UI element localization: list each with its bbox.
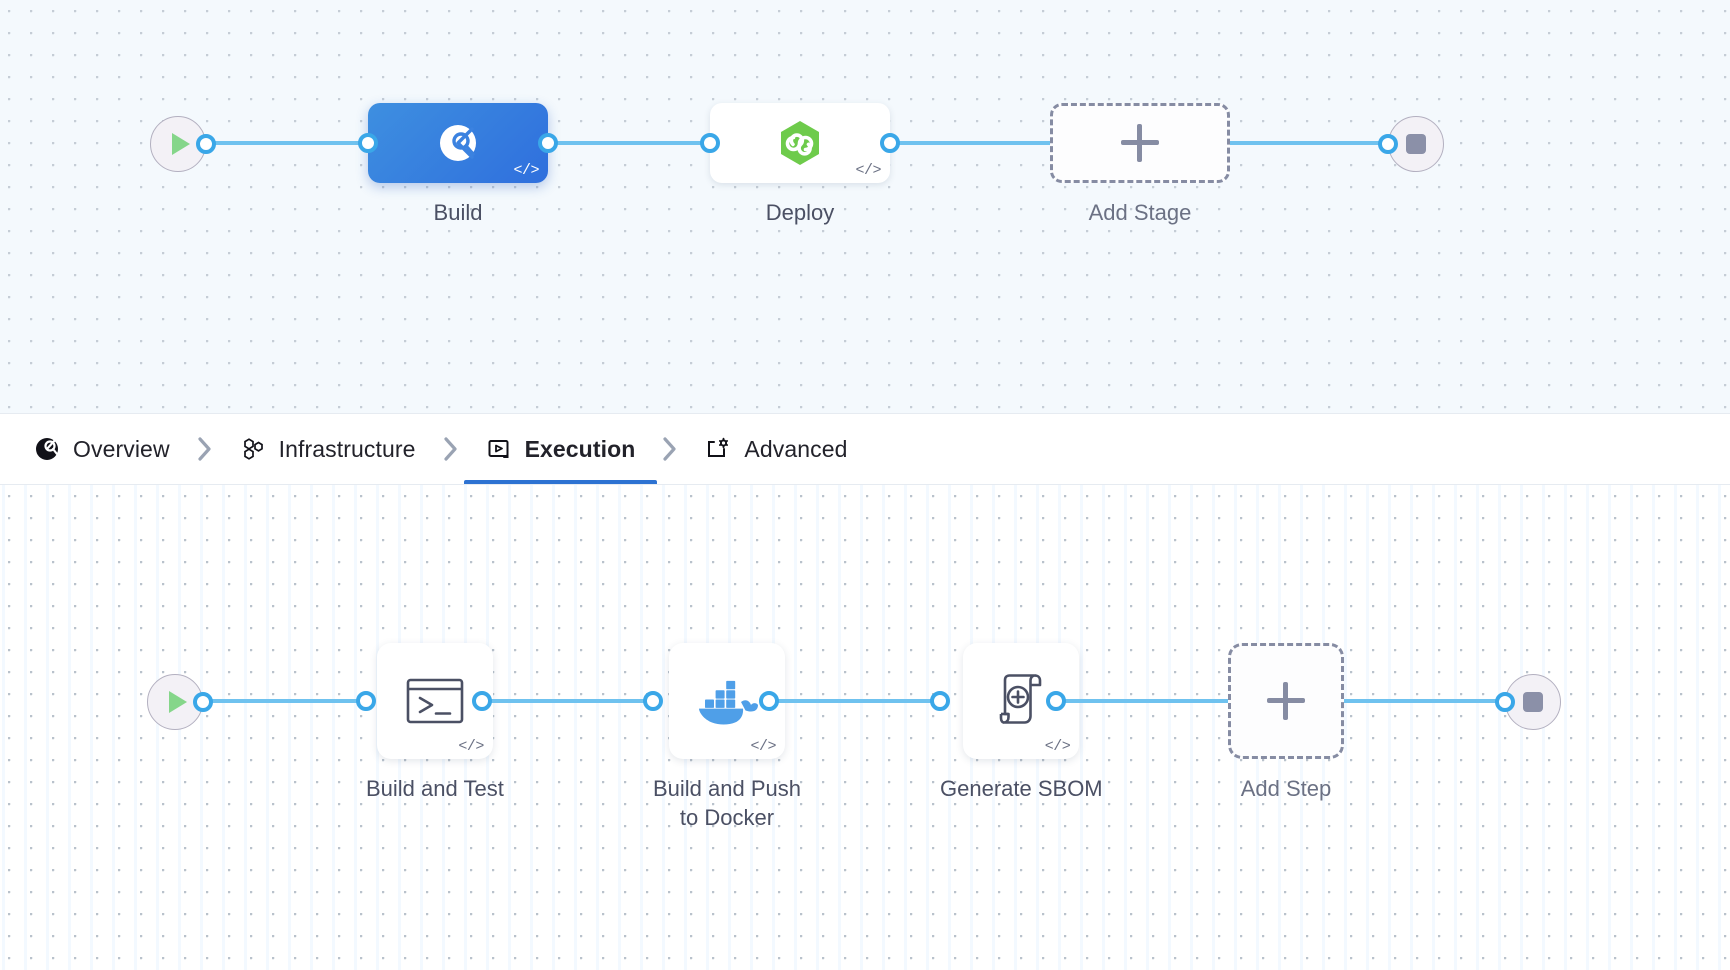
port-out-deploy[interactable] <box>880 133 900 153</box>
add-stage-node[interactable]: Add Stage <box>1050 103 1230 228</box>
add-step-node[interactable]: Add Step <box>1228 643 1344 804</box>
advanced-icon <box>705 436 731 462</box>
tab-overview[interactable]: Overview <box>30 414 174 484</box>
step-label: Generate SBOM <box>940 776 1103 801</box>
steps-canvas[interactable]: </> Build and Test <box>0 484 1730 970</box>
port-out-start[interactable] <box>196 134 216 154</box>
stop-square <box>1523 692 1543 712</box>
code-badge-icon[interactable]: </> <box>855 162 881 179</box>
step-label: Build and Push to Docker <box>653 776 801 830</box>
port-in-step[interactable] <box>930 691 950 711</box>
stage-config-tabs[interactable]: Overview Infrastructure <box>0 414 1730 484</box>
add-stage-label: Add Stage <box>1088 200 1192 225</box>
tab-label: Advanced <box>744 435 848 462</box>
port-in-end[interactable] <box>1495 692 1515 712</box>
port-in-step[interactable] <box>643 691 663 711</box>
stage-node-build[interactable]: </> Build <box>358 103 558 228</box>
connector-start-buildtest <box>200 699 365 703</box>
add-stage-button[interactable] <box>1050 103 1230 183</box>
play-icon <box>147 674 203 730</box>
port-in-end[interactable] <box>1378 134 1398 154</box>
chevron-right-icon <box>639 435 701 463</box>
plus-icon <box>1121 124 1159 162</box>
tab-label: Infrastructure <box>278 435 416 462</box>
tab-infrastructure[interactable]: Infrastructure <box>236 414 420 484</box>
code-badge-icon[interactable]: </> <box>1044 738 1071 755</box>
connector-addstep-end <box>1344 699 1514 703</box>
step-node-build-and-test[interactable]: </> Build and Test <box>356 643 504 804</box>
stage-card-deploy[interactable]: </> <box>710 103 890 183</box>
port-in-deploy[interactable] <box>700 133 720 153</box>
terminal-icon <box>404 674 466 728</box>
ci-build-icon <box>434 119 482 167</box>
tab-label: Execution <box>524 435 636 462</box>
infrastructure-icon <box>240 436 266 462</box>
code-badge-icon[interactable]: </> <box>458 738 484 755</box>
stage-label: Build <box>433 200 483 225</box>
port-out-start[interactable] <box>193 692 213 712</box>
add-step-label: Add Step <box>1240 776 1332 801</box>
port-out-step[interactable] <box>759 691 779 711</box>
execution-icon <box>486 436 512 462</box>
code-badge-icon[interactable]: </> <box>513 162 539 179</box>
play-triangle <box>168 691 187 713</box>
connector-start-build <box>204 141 364 145</box>
stage-card-build[interactable]: </> <box>368 103 548 183</box>
stages-end-node[interactable] <box>1378 116 1444 172</box>
stage-node-deploy[interactable]: </> Deploy <box>700 103 900 228</box>
scroll-plus-icon <box>988 670 1054 732</box>
stages-start-node[interactable] <box>150 116 216 172</box>
port-out-step[interactable] <box>472 691 492 711</box>
tab-advanced[interactable]: Advanced <box>701 414 851 484</box>
steps-start-node[interactable] <box>147 674 213 730</box>
step-label: Build and Test <box>366 776 504 801</box>
cd-deploy-icon <box>774 117 826 169</box>
tab-execution[interactable]: Execution <box>463 414 658 484</box>
chevron-right-icon <box>420 435 482 463</box>
code-badge-icon[interactable]: </> <box>750 738 776 755</box>
port-in-step[interactable] <box>356 691 376 711</box>
port-out-build[interactable] <box>538 133 558 153</box>
connector-docker-sbom <box>769 699 939 703</box>
stages-canvas[interactable]: </> Build </> Deploy <box>0 0 1730 414</box>
overview-icon <box>34 436 60 462</box>
port-out-step[interactable] <box>1046 691 1066 711</box>
stage-label: Deploy <box>765 200 835 225</box>
plus-icon <box>1267 682 1305 720</box>
steps-end-node[interactable] <box>1495 674 1561 730</box>
play-triangle <box>171 133 190 155</box>
connector-deploy-addstage <box>890 141 1050 145</box>
connector-addstage-end <box>1230 141 1400 145</box>
add-step-button[interactable] <box>1228 643 1344 759</box>
connector-sbom-addstep <box>1056 699 1230 703</box>
stop-square <box>1406 134 1426 154</box>
connector-buildtest-docker <box>482 699 652 703</box>
port-in-build[interactable] <box>358 133 378 153</box>
docker-icon <box>691 672 763 730</box>
step-node-build-and-push-to-docker[interactable]: </> Build and Push to Docker <box>643 643 801 832</box>
tab-label: Overview <box>73 435 170 462</box>
step-node-generate-sbom[interactable]: </> Generate SBOM <box>930 643 1103 804</box>
chevron-right-icon <box>174 435 236 463</box>
connector-build-deploy <box>548 141 710 145</box>
